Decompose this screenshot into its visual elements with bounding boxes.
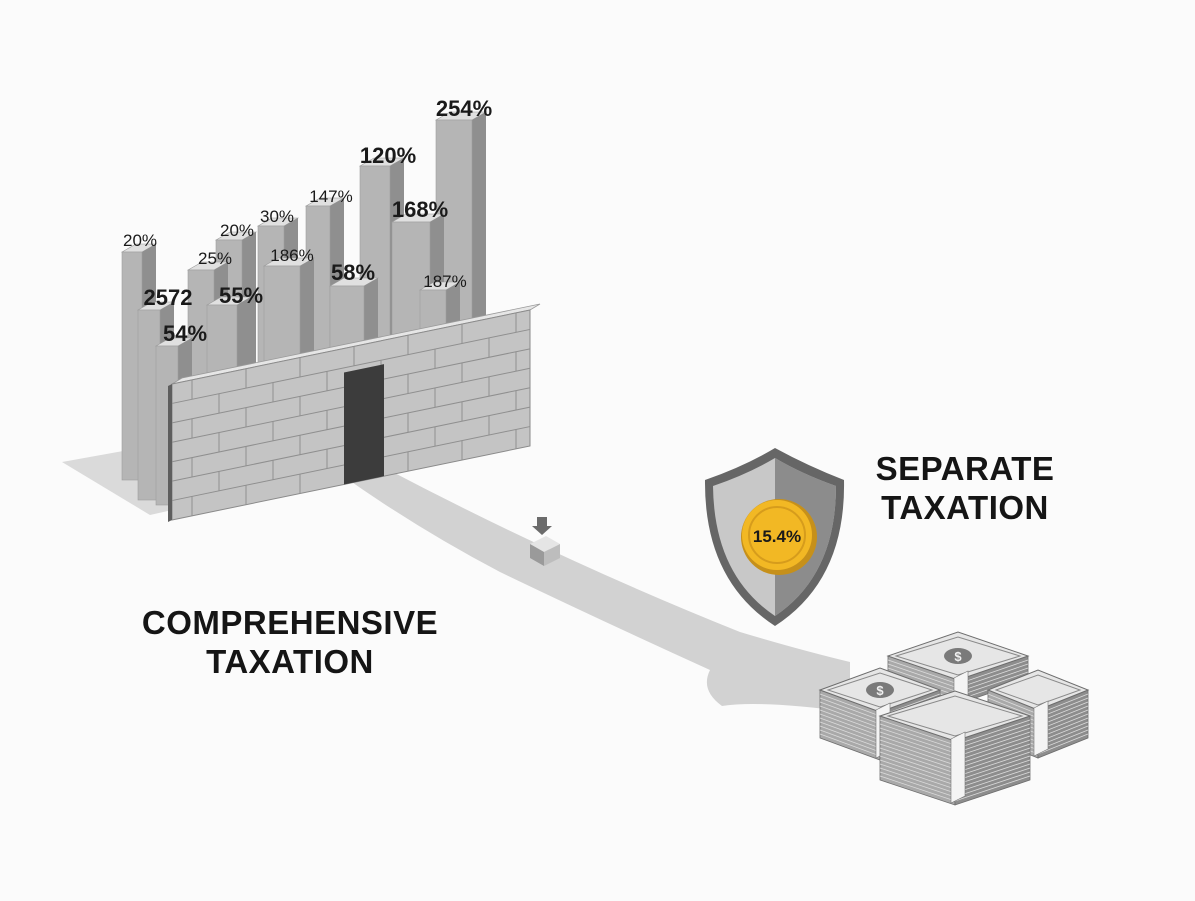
bar-label: 186% [270, 246, 313, 265]
bar-label: 120% [360, 143, 416, 168]
bar-label: 58% [331, 260, 375, 285]
bar-label: 30% [260, 207, 294, 226]
separate-line-2: TAXATION [881, 488, 1049, 526]
svg-text:$: $ [954, 649, 962, 664]
brick-wall [168, 303, 541, 522]
coin-icon: 15.4% [741, 499, 817, 575]
bar-label: 187% [423, 272, 466, 291]
bar-label: 254% [436, 96, 492, 121]
separate-taxation-label: SEPARATE TAXATION [870, 450, 1060, 528]
bar-label: 25% [198, 249, 232, 268]
separate-line-1: SEPARATE [875, 450, 1055, 487]
bar-label: 147% [309, 187, 352, 206]
doorway [344, 364, 384, 485]
arrow-down-icon [530, 517, 560, 566]
bar-label: 168% [392, 197, 448, 222]
bar-label: 20% [220, 221, 254, 240]
bar-label: 55% [219, 283, 263, 308]
coin-rate-text: 15.4% [753, 527, 801, 546]
bar-label: 2572 [144, 285, 193, 310]
comprehensive-line-1: COMPREHENSIVE [141, 604, 439, 641]
comprehensive-line-2: TAXATION [206, 642, 374, 680]
cash-stack-icon: $$ [818, 631, 1090, 806]
path-to-cash [346, 468, 850, 712]
bar-label: 20% [123, 231, 157, 250]
comprehensive-taxation-label: COMPREHENSIVE TAXATION [140, 604, 440, 682]
cash-stack [878, 690, 1032, 806]
bar-label: 54% [163, 321, 207, 346]
svg-text:$: $ [876, 683, 884, 698]
